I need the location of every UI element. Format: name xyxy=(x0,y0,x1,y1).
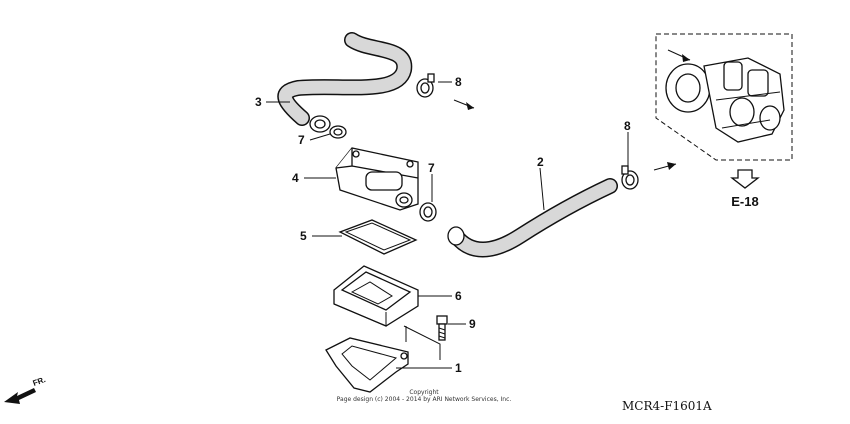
air-injection-valve[interactable] xyxy=(335,147,419,211)
hose-clamp-right[interactable] xyxy=(419,202,437,222)
callout-6[interactable]: 6 xyxy=(455,289,462,303)
callout-1[interactable]: 1 xyxy=(455,361,462,375)
fr-arrow-icon xyxy=(4,388,36,404)
gasket[interactable] xyxy=(338,219,418,255)
down-arrow-icon[interactable] xyxy=(730,169,760,189)
callout-8-right[interactable]: 8 xyxy=(624,119,631,133)
callout-9[interactable]: 9 xyxy=(469,317,476,331)
reference-label[interactable]: E-18 xyxy=(731,194,758,209)
callout-3[interactable]: 3 xyxy=(255,95,262,109)
copyright-line-1: Copyright xyxy=(409,389,439,396)
callout-7-right[interactable]: 7 xyxy=(428,161,435,175)
air-hose-upper[interactable] xyxy=(277,32,413,133)
hose-clamp-far-right[interactable] xyxy=(621,165,639,190)
reed-valve-case[interactable] xyxy=(333,265,419,327)
hose-clamp-left[interactable] xyxy=(329,125,347,139)
callout-8-upper[interactable]: 8 xyxy=(455,75,462,89)
air-hose-lower[interactable] xyxy=(447,178,618,258)
carburetor-inset[interactable] xyxy=(655,33,793,161)
callout-7-left[interactable]: 7 xyxy=(298,133,305,147)
diagram-code: MCR4-F1601A xyxy=(622,399,712,413)
fr-label: FR. xyxy=(32,375,47,388)
stay-bracket[interactable] xyxy=(325,337,409,393)
copyright-line-2: Page design (c) 2004 - 2014 by ARI Netwo… xyxy=(337,396,512,403)
direction-arrow-icon xyxy=(453,99,475,110)
callout-5[interactable]: 5 xyxy=(300,229,307,243)
bolt[interactable] xyxy=(436,315,448,341)
callout-2[interactable]: 2 xyxy=(537,155,544,169)
callout-4[interactable]: 4 xyxy=(292,171,299,185)
direction-arrow-icon xyxy=(653,162,677,171)
hose-clamp-upper[interactable] xyxy=(416,73,435,98)
